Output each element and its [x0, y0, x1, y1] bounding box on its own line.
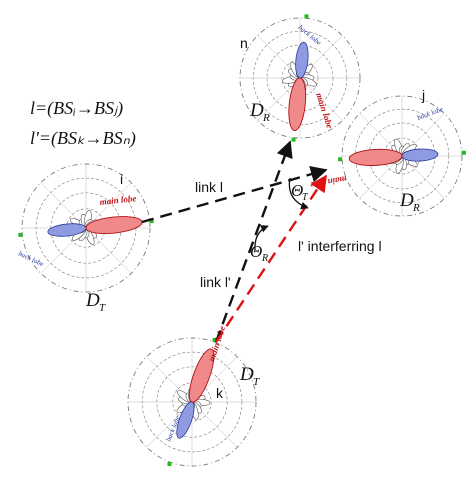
- interfering-label: l' interferring l: [298, 238, 382, 254]
- equation-l-prime: l'=(BSₖ→BSₙ): [30, 128, 136, 149]
- main-lobe: [188, 348, 215, 403]
- svg-text:Θ: Θ: [250, 242, 262, 261]
- svg-text:D: D: [249, 100, 264, 121]
- main-lobe: [288, 77, 307, 131]
- svg-text:D: D: [239, 364, 254, 385]
- svg-text:D: D: [85, 290, 100, 311]
- equation-l: l=(BSᵢ→BSⱼ): [30, 98, 123, 119]
- axis-marker: [338, 157, 343, 162]
- link-l-line: [141, 166, 328, 224]
- node-name-i: i: [120, 171, 123, 187]
- main-lobe: [348, 148, 403, 166]
- main-lobe-label: main lobe: [99, 193, 137, 207]
- node-name-k: k: [216, 385, 224, 401]
- theta-t-label: Θ T: [291, 181, 309, 203]
- back-lobe-label: back lobe: [416, 105, 444, 122]
- node-name-n: n: [240, 35, 248, 51]
- link-l-label: link l: [195, 179, 223, 195]
- main-lobe-label: main lobe: [206, 325, 227, 363]
- svg-text:Θ: Θ: [291, 181, 303, 200]
- axis-marker: [291, 137, 296, 142]
- interference-line: [214, 174, 328, 343]
- axis-marker: [167, 462, 172, 467]
- main-lobe-label: main lobe: [314, 92, 335, 130]
- back-lobe-label: back lobe: [297, 23, 323, 46]
- axis-marker: [149, 219, 154, 224]
- back-lobe-label: back lobe: [17, 250, 45, 269]
- svg-text:T: T: [99, 302, 106, 314]
- svg-text:D: D: [399, 190, 414, 211]
- link-l-prime-label: link l': [200, 274, 231, 290]
- svg-text:T: T: [253, 376, 260, 388]
- axis-marker: [212, 337, 217, 342]
- main-lobe-label: main lobe: [309, 174, 347, 190]
- node-name-j: j: [421, 87, 425, 103]
- axis-marker: [18, 232, 23, 237]
- theta-t-arc: [288, 177, 309, 210]
- theta-r-label: Θ R: [250, 242, 268, 264]
- svg-text:R: R: [261, 253, 268, 264]
- axis-marker: [461, 150, 466, 155]
- svg-text:R: R: [262, 112, 270, 124]
- theta-r-arc: [254, 225, 269, 251]
- svg-text:R: R: [412, 202, 420, 214]
- axis-marker: [304, 14, 309, 19]
- main-lobe: [85, 216, 143, 234]
- svg-text:T: T: [302, 192, 309, 203]
- link-l-prime-line: [214, 140, 293, 343]
